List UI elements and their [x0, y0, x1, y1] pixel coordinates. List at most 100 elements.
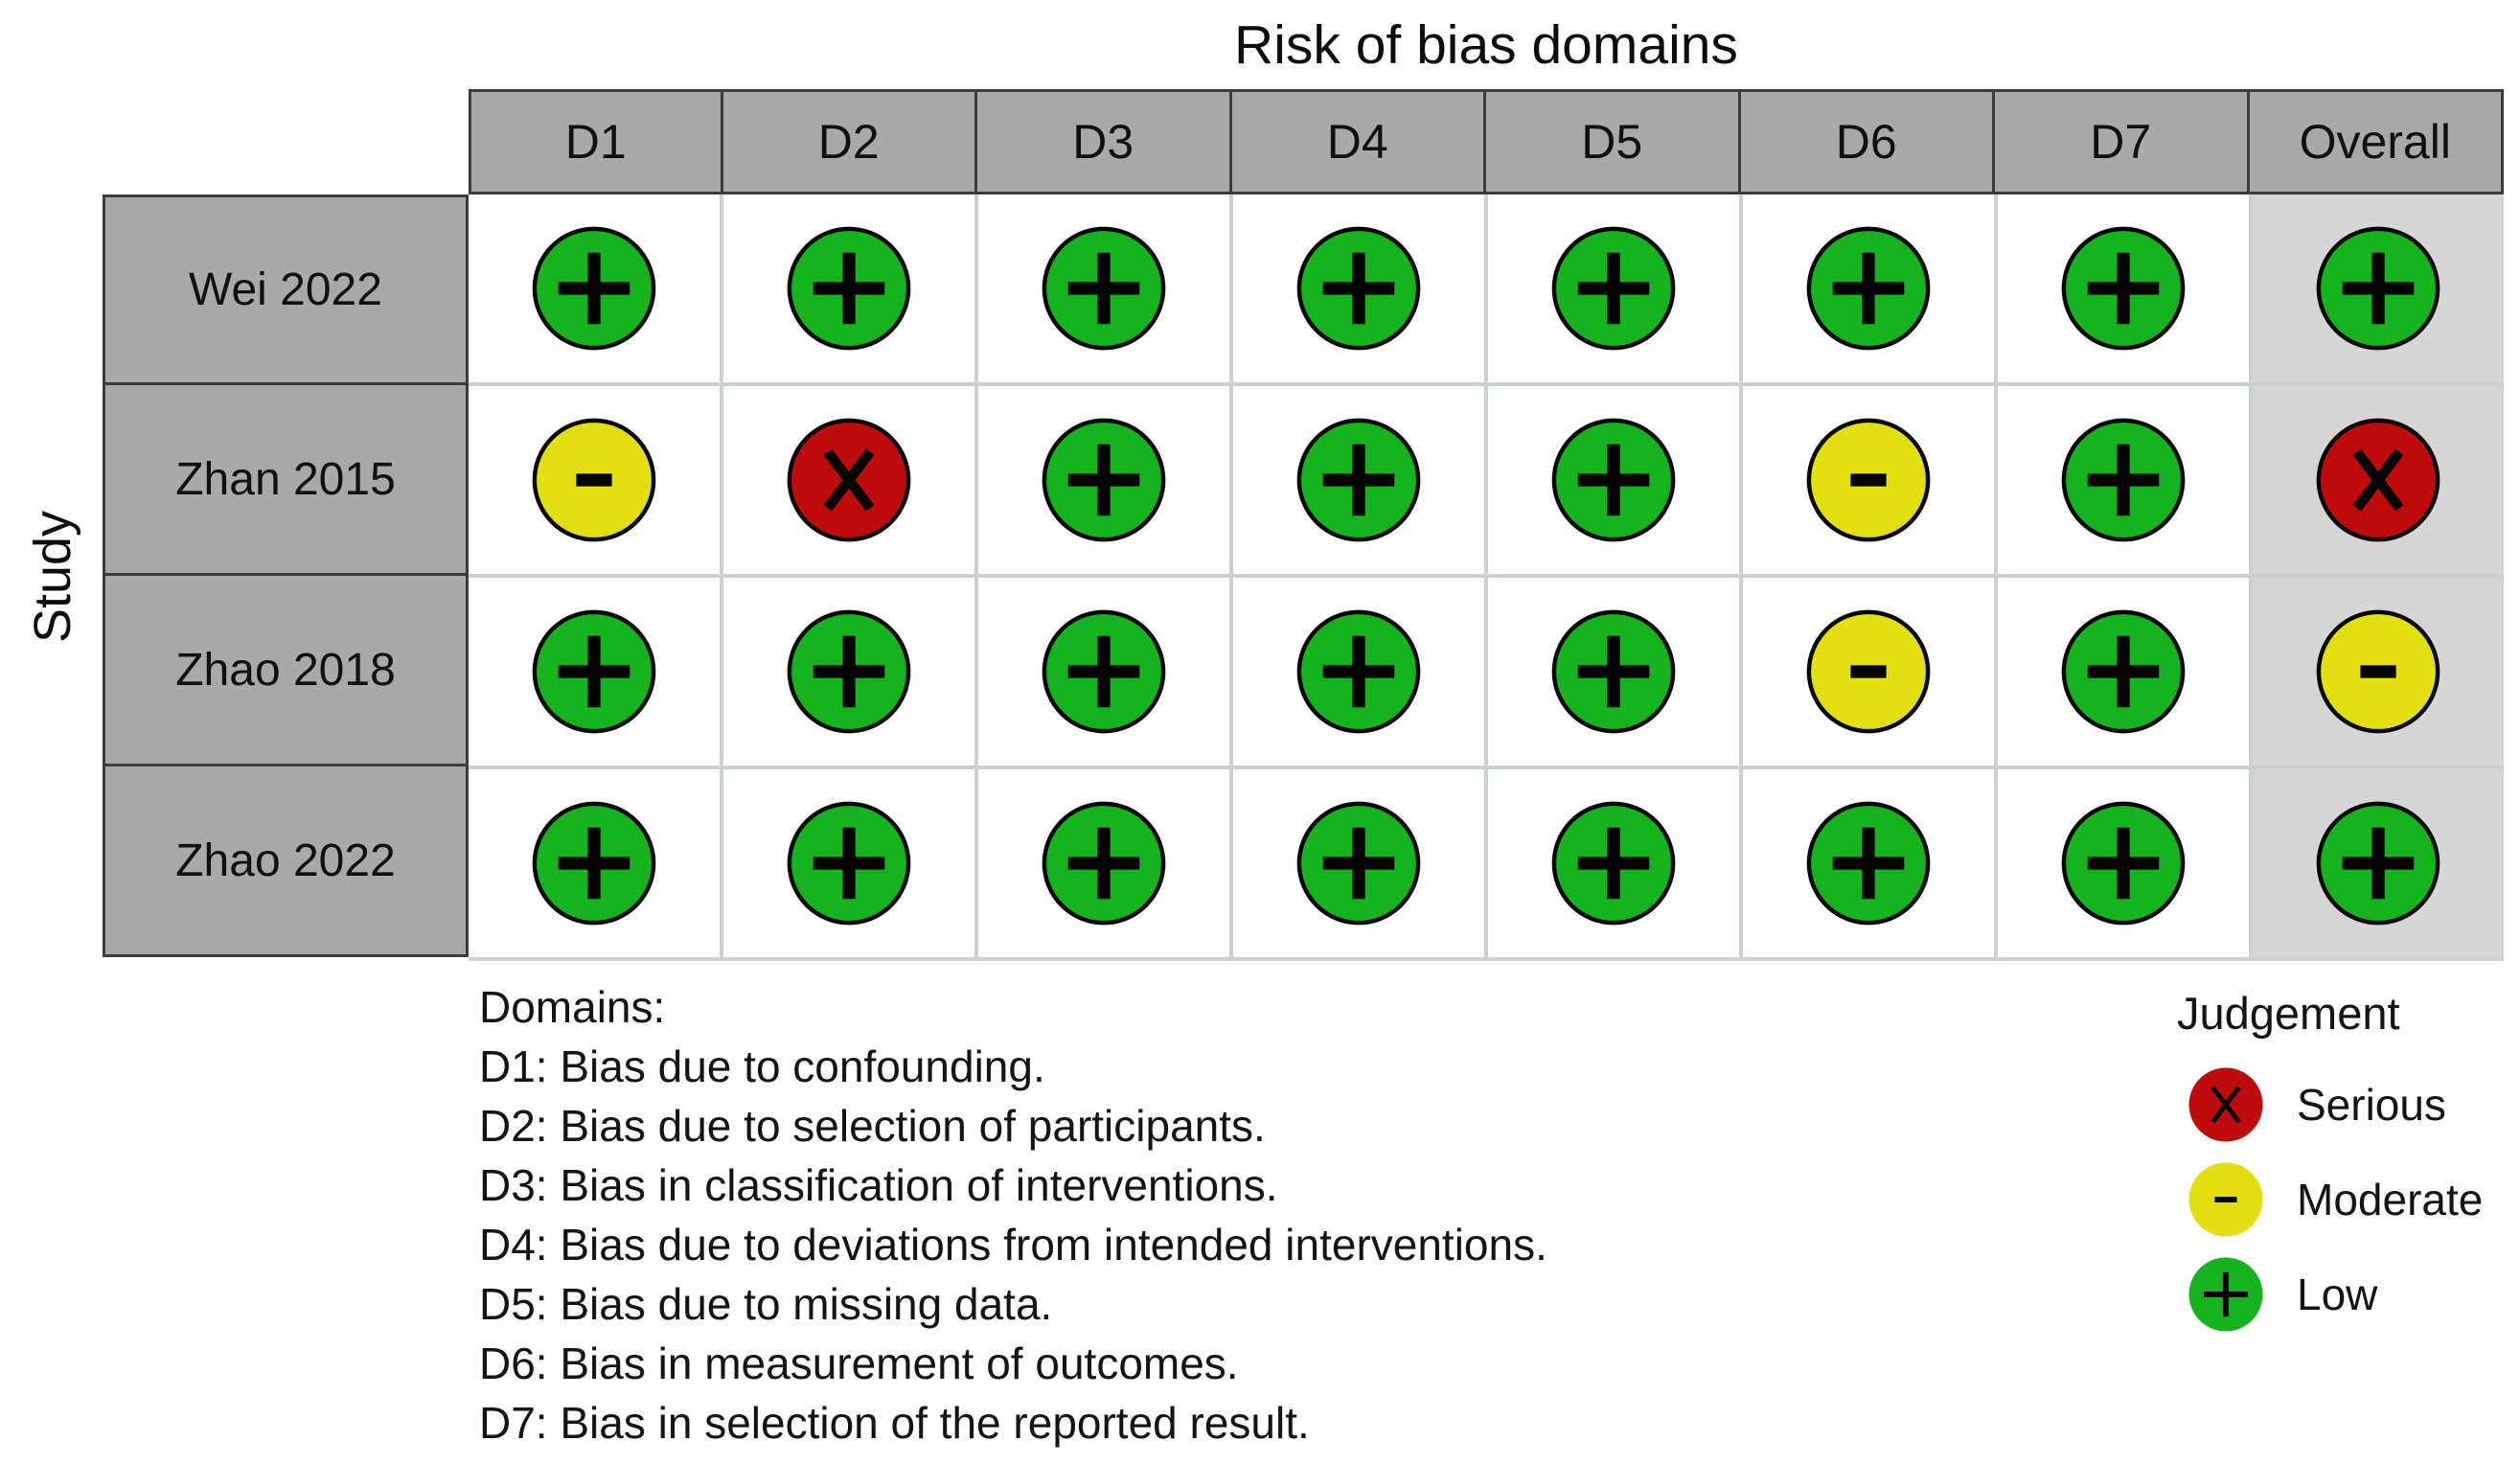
rob-cell — [978, 578, 1229, 766]
rob-cell — [469, 194, 720, 382]
low-judgement-icon — [1551, 609, 1676, 734]
moderate-judgement-icon — [532, 418, 656, 542]
legend-label: Low — [2297, 1270, 2378, 1319]
rob-cell — [978, 194, 1229, 382]
rob-cell — [1998, 386, 2249, 574]
rob-cell — [1743, 769, 1994, 957]
rob-cell — [1233, 194, 1484, 382]
rob-cell — [723, 578, 974, 766]
legend: Serious Moderate Low — [2184, 1063, 2483, 1337]
rob-cell — [1233, 386, 1484, 574]
low-judgement-icon — [1806, 226, 1931, 351]
domains-note: Domains: D1: Bias due to confounding. D2: … — [479, 977, 2012, 1453]
rob-cell — [1233, 769, 1484, 957]
legend-label: Moderate — [2297, 1175, 2484, 1224]
low-judgement-icon — [1042, 801, 1166, 926]
column-header-d5: D5 — [1486, 89, 1741, 194]
low-judgement-icon — [1551, 226, 1676, 351]
moderate-judgement-icon — [2188, 1162, 2263, 1237]
low-judgement-icon — [1806, 801, 1931, 926]
low-judgement-icon — [532, 609, 656, 734]
low-judgement-icon — [1296, 801, 1421, 926]
low-judgement-icon — [2061, 609, 2186, 734]
low-judgement-icon — [787, 609, 911, 734]
low-judgement-icon — [2316, 226, 2440, 351]
column-header-d3: D3 — [977, 89, 1232, 194]
rob-cell — [1488, 769, 1739, 957]
row-label: Zhan 2015 — [103, 385, 469, 576]
low-judgement-icon — [2061, 801, 2186, 926]
low-judgement-icon — [2188, 1257, 2263, 1332]
rob-cell — [2253, 386, 2504, 574]
rob-cell — [1743, 386, 1994, 574]
y-axis-title: Study — [24, 510, 81, 644]
rob-cell — [978, 769, 1229, 957]
rob-cell — [469, 578, 720, 766]
rob-cell — [723, 194, 974, 382]
row-label: Zhao 2022 — [103, 766, 469, 957]
legend-title: Judgement — [2177, 988, 2400, 1039]
rob-cell — [1998, 194, 2249, 382]
domain-definition: D6: Bias in measurement of outcomes. — [479, 1338, 1239, 1388]
legend-label: Serious — [2297, 1080, 2446, 1130]
legend-item-serious: Serious — [2184, 1063, 2483, 1147]
low-judgement-icon — [1296, 226, 1421, 351]
rob-cell — [1488, 578, 1739, 766]
column-header-d1: D1 — [469, 89, 723, 194]
low-judgement-icon — [1296, 609, 1421, 734]
row-label: Zhao 2018 — [103, 576, 469, 766]
low-judgement-icon — [1042, 609, 1166, 734]
low-judgement-icon — [1551, 418, 1676, 542]
low-judgement-icon — [787, 801, 911, 926]
low-judgement-icon — [2061, 418, 2186, 542]
serious-judgement-icon — [787, 418, 911, 542]
rob-cell — [469, 769, 720, 957]
rob-cell — [1998, 578, 2249, 766]
moderate-judgement-icon — [1806, 609, 1931, 734]
moderate-judgement-icon — [2316, 609, 2440, 734]
rob-cell — [723, 769, 974, 957]
column-header-d4: D4 — [1231, 89, 1486, 194]
rob-cell — [723, 386, 974, 574]
rob-cell — [1743, 578, 1994, 766]
rob-cell — [2253, 769, 2504, 957]
chart-title: Risk of bias domains — [1234, 14, 1738, 76]
moderate-judgement-icon — [1806, 418, 1931, 542]
domain-definition: D2: Bias due to selection of participant… — [479, 1101, 1266, 1151]
low-judgement-icon — [787, 226, 911, 351]
rob-cell — [1488, 194, 1739, 382]
low-judgement-icon — [532, 226, 656, 351]
domain-definition: D3: Bias in classification of interventi… — [479, 1160, 1278, 1210]
low-judgement-icon — [1551, 801, 1676, 926]
low-judgement-icon — [1042, 226, 1166, 351]
low-judgement-icon — [2061, 226, 2186, 351]
rob-cell — [1743, 194, 1994, 382]
domain-definition: D5: Bias due to missing data. — [479, 1279, 1053, 1329]
column-header-d2: D2 — [722, 89, 977, 194]
legend-item-low: Low — [2184, 1252, 2483, 1337]
low-judgement-icon — [2316, 801, 2440, 926]
judgement-matrix — [469, 194, 2504, 961]
domain-definition: D1: Bias due to confounding. — [479, 1041, 1045, 1091]
rob-cell — [1998, 769, 2249, 957]
low-judgement-icon — [532, 801, 656, 926]
low-judgement-icon — [1296, 418, 1421, 542]
rob-cell — [2253, 194, 2504, 382]
legend-item-moderate: Moderate — [2184, 1157, 2483, 1242]
rob-cell — [978, 386, 1229, 574]
rob-cell — [1233, 578, 1484, 766]
rob-cell — [2253, 578, 2504, 766]
serious-judgement-icon — [2316, 418, 2440, 542]
low-judgement-icon — [1042, 418, 1166, 542]
domain-definition: D7: Bias in selection of the reported re… — [479, 1398, 1310, 1448]
row-label: Wei 2022 — [103, 194, 469, 385]
rob-cell — [1488, 386, 1739, 574]
column-header-d6: D6 — [1740, 89, 1995, 194]
domain-definition: Domains: — [479, 982, 666, 1032]
domain-definition: D4: Bias due to deviations from intended… — [479, 1220, 1547, 1270]
serious-judgement-icon — [2188, 1067, 2263, 1142]
column-header-overall: Overall — [2249, 89, 2504, 194]
